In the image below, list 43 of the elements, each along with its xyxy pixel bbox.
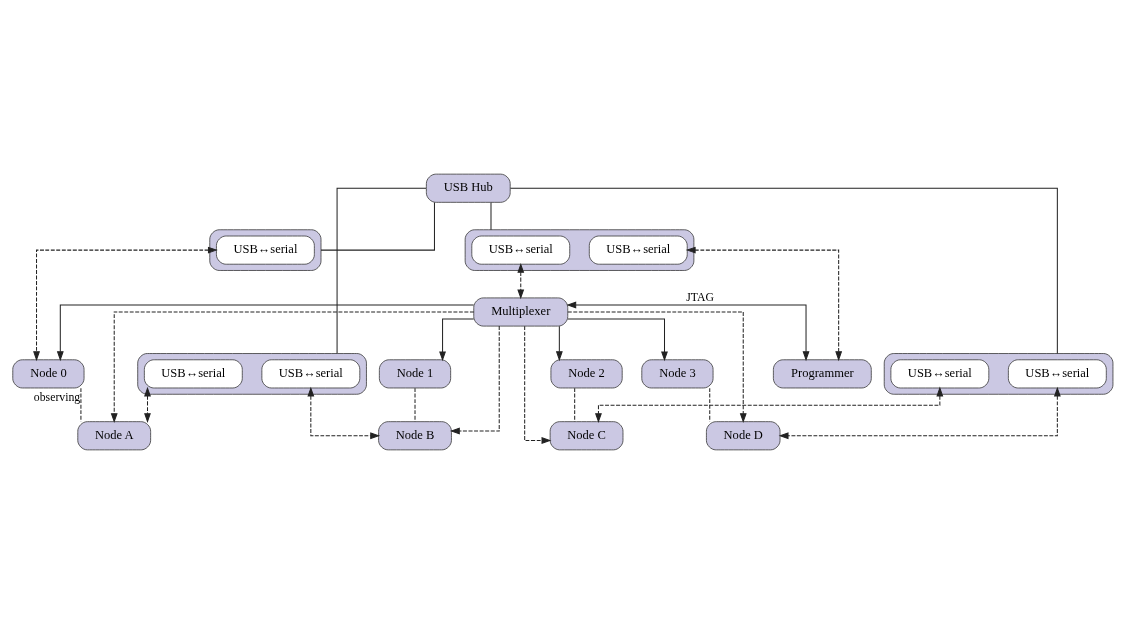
arrow bbox=[778, 386, 1061, 439]
arrow bbox=[144, 386, 151, 423]
node-box: Node C bbox=[549, 420, 624, 450]
node-box: Node A bbox=[77, 420, 152, 450]
connector bbox=[490, 201, 492, 230]
arrow bbox=[595, 386, 944, 423]
arrow bbox=[56, 303, 475, 361]
connector bbox=[320, 201, 435, 251]
node-box: Node 1 bbox=[379, 358, 452, 388]
node-box: Node 3 bbox=[641, 358, 714, 388]
node-box: USB Hub bbox=[426, 173, 511, 203]
arrow bbox=[566, 301, 810, 361]
node-box: USB↔serial bbox=[1008, 358, 1107, 388]
node-box: USB↔serial bbox=[216, 235, 315, 265]
arrow bbox=[439, 318, 475, 361]
node-box: Multiplexer bbox=[473, 297, 569, 326]
node-box: Node B bbox=[378, 420, 452, 450]
arrow bbox=[307, 386, 381, 439]
node-box: Node 2 bbox=[550, 358, 623, 388]
arrow bbox=[555, 325, 563, 361]
connector bbox=[336, 187, 427, 354]
arrow bbox=[524, 325, 552, 444]
node-box: USB↔serial bbox=[144, 358, 243, 388]
connector bbox=[414, 387, 416, 422]
node-box: Programmer bbox=[773, 358, 872, 388]
arrow bbox=[33, 246, 218, 361]
node-box: Node 0 bbox=[12, 358, 85, 388]
node-box: USB↔serial bbox=[261, 358, 361, 388]
edge-label: observing bbox=[33, 390, 81, 404]
arrow bbox=[110, 311, 475, 423]
node-box: USB↔serial bbox=[471, 235, 571, 265]
connector bbox=[509, 187, 1058, 354]
edge-label: JTAG bbox=[686, 290, 715, 304]
arrow bbox=[567, 318, 668, 361]
arrow bbox=[685, 246, 843, 361]
node-box: USB↔serial bbox=[890, 358, 990, 388]
arrow bbox=[517, 262, 525, 299]
connector bbox=[574, 387, 576, 422]
arrow bbox=[567, 311, 747, 423]
connector bbox=[709, 387, 711, 422]
node-box: Node D bbox=[706, 420, 781, 450]
node-box: USB↔serial bbox=[588, 235, 688, 265]
arrow bbox=[449, 325, 500, 435]
